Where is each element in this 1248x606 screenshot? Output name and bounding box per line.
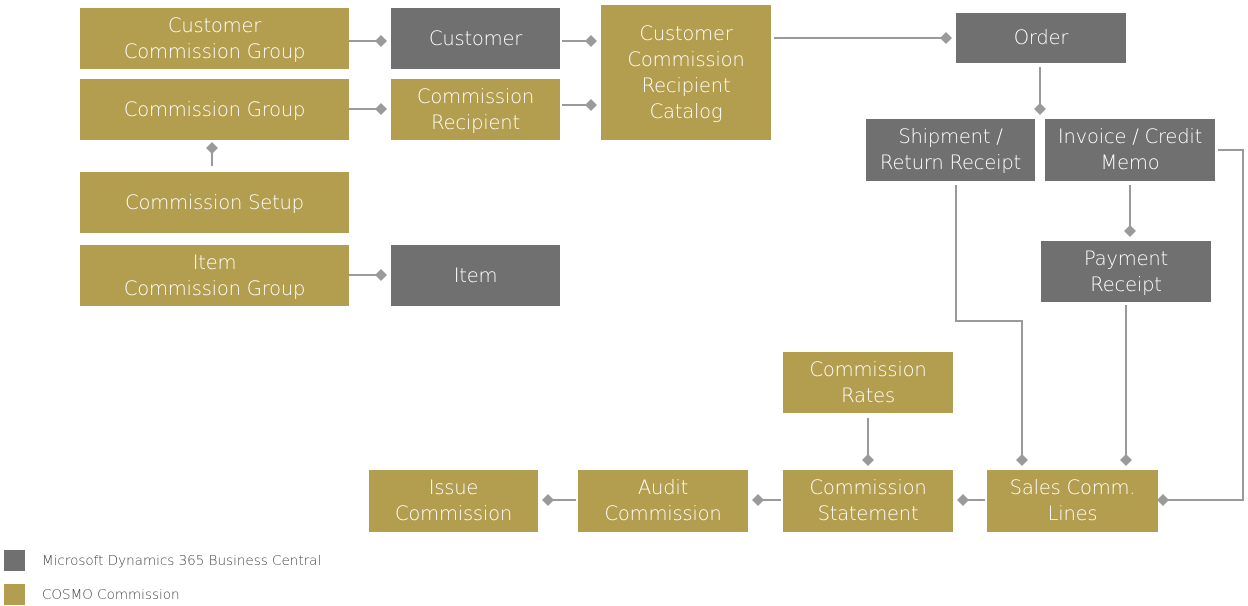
edge-line (1163, 149, 1244, 501)
edge-diamond-marker (940, 32, 952, 44)
node-label-line: Customer (639, 21, 733, 45)
node-label-line: Recipient (431, 110, 520, 134)
edge-diamond-marker (1120, 454, 1132, 466)
edge-diamond-marker (585, 35, 597, 47)
node-label-line: Commission (604, 502, 722, 525)
node-commission-setup: Commission Setup (80, 172, 349, 233)
edge-diamond-marker (1034, 103, 1046, 115)
node-label-line: Commission (809, 476, 927, 499)
node-label-line: Return Receipt (880, 151, 1021, 174)
node-label-line: Commission Setup (125, 190, 304, 214)
node-label-line: Statement (817, 502, 919, 525)
edge-invoice-credit-memo-to-payment-receipt (1124, 185, 1136, 237)
edge-diamond-marker (1016, 454, 1028, 466)
node-label-line: Invoice / Credit (1057, 125, 1203, 148)
node-shipment-return-receipt: Shipment / Return Receipt (866, 119, 1035, 181)
node-label-line: Customer (167, 13, 262, 37)
edge-commission-recipient-to-customer-commission-recipient-catalog (562, 99, 597, 111)
edge-diamond-marker (585, 99, 597, 111)
node-label-line: Commission Group (123, 39, 306, 63)
edge-commission-group-to-commission-recipient (349, 103, 387, 115)
edge-diamond-marker (375, 269, 387, 281)
node-order: Order (956, 13, 1126, 63)
edge-diamond-marker (375, 35, 387, 47)
node-sales-comm-lines: Sales Comm. Lines (987, 470, 1158, 532)
edge-commission-statement-to-audit-commission (752, 494, 781, 506)
node-label-line: Order (1013, 26, 1069, 49)
edge-line (955, 185, 1023, 460)
edge-diamond-marker (206, 142, 218, 154)
edge-customer-to-customer-commission-recipient-catalog (562, 35, 597, 47)
node-label-line: Commission (809, 357, 927, 381)
edge-item-commission-group-to-item (349, 269, 387, 281)
edge-audit-commission-to-issue-commission (542, 494, 576, 506)
edge-commission-rates-to-commission-statement (862, 418, 874, 466)
legend-item-business-central: Microsoft Dynamics 365 Business Central (4, 550, 321, 571)
edge-commission-setup-to-commission-group (206, 142, 218, 166)
legend-item-cosmo-commission: COSMO Commission (4, 584, 180, 605)
node-label-line: Sales Comm. (1009, 476, 1136, 499)
node-label-line: Item (192, 250, 237, 274)
node-label-line: Commission Group (123, 276, 306, 300)
node-label-line: Catalog (649, 99, 723, 123)
node-label-line: Commission Group (123, 97, 306, 121)
node-label-line: Item (453, 263, 498, 287)
node-label-line: Commission (417, 84, 534, 108)
node-label-line: Lines (1047, 502, 1098, 525)
edge-payment-receipt-to-sales-comm-lines (1120, 305, 1132, 466)
node-label-line: Rates (841, 383, 895, 407)
edge-diamond-marker (375, 103, 387, 115)
edge-sales-comm-lines-to-commission-statement (957, 494, 985, 506)
node-label-line: Recipient (641, 73, 731, 97)
legend-label-business-central: Microsoft Dynamics 365 Business Central (42, 552, 322, 569)
node-label-line: Issue (428, 476, 479, 499)
node-label-line: Customer (428, 26, 523, 50)
edge-diamond-marker (957, 494, 969, 506)
node-label-line: Audit (637, 476, 689, 499)
edge-invoice-credit-memo-to-sales-comm-lines (1157, 149, 1244, 506)
edge-diamond-marker (1124, 225, 1136, 237)
edge-customer-commission-recipient-catalog-to-order (774, 32, 952, 44)
edge-customer-commission-group-to-customer (349, 35, 387, 47)
legend-swatch-cosmo-commission (4, 584, 25, 605)
edge-diamond-marker (1157, 494, 1169, 506)
edge-diamond-marker (752, 494, 764, 506)
edge-diamond-marker (542, 494, 554, 506)
edge-diamond-marker (862, 454, 874, 466)
node-commission-group: Commission Group (80, 79, 349, 140)
edge-order-to-shipment-return-receipt (1034, 67, 1046, 115)
node-item: Item (391, 245, 560, 306)
node-label-line: Shipment / (898, 125, 1003, 148)
legend-label-cosmo-commission: COSMO Commission (42, 586, 180, 603)
node-label-line: Receipt (1090, 272, 1162, 296)
node-label-line: Commission (395, 502, 512, 525)
node-label-line: Commission (627, 47, 745, 71)
node-label-line: Payment (1084, 246, 1168, 270)
node-label-line: Memo (1100, 151, 1160, 174)
legend-swatch-business-central (4, 550, 25, 571)
node-customer: Customer (391, 8, 560, 69)
edge-shipment-return-receipt-to-sales-comm-lines (955, 185, 1028, 466)
